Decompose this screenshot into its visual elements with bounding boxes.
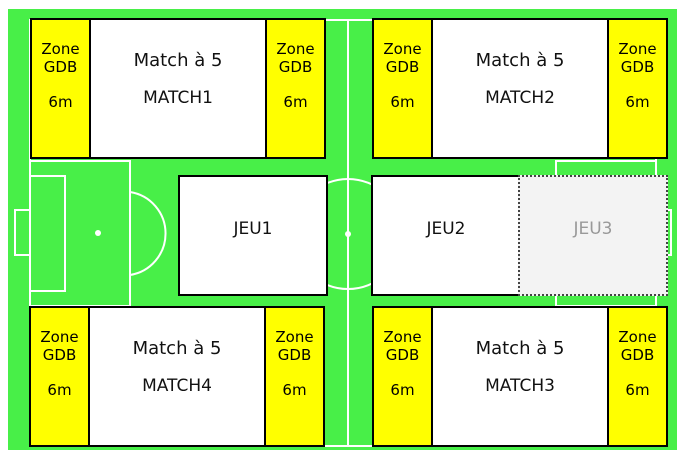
zone-distance: 6m (390, 381, 415, 399)
goalkeeper-zone-left: Zone GDB 6m (32, 20, 91, 157)
match-name: MATCH4 (142, 376, 212, 396)
zone-sublabel: GDB (620, 58, 655, 76)
match-title: Match à 5 (132, 338, 222, 359)
zone-sublabel: GDB (385, 58, 420, 76)
zone-distance: 6m (390, 93, 415, 111)
left-penalty-arc (129, 191, 167, 276)
goalkeeper-zone-right: Zone GDB 6m (607, 20, 666, 157)
match-name: MATCH3 (485, 376, 555, 396)
zone-sublabel: GDB (385, 346, 420, 364)
zone-distance: 6m (283, 93, 308, 111)
zone-distance: 6m (625, 93, 650, 111)
zone-sublabel: GDB (620, 346, 655, 364)
zone-distance: 6m (48, 93, 73, 111)
game-label: JEU1 (233, 219, 273, 239)
zone-sublabel: GDB (42, 346, 77, 364)
zone-label: Zone (41, 40, 80, 58)
game-area-3[interactable]: JEU3 (518, 175, 668, 296)
zone-distance: 6m (625, 381, 650, 399)
zone-label: Zone (275, 328, 314, 346)
game-area-2[interactable]: JEU2 (371, 175, 521, 296)
zone-sublabel: GDB (278, 58, 313, 76)
zone-label: Zone (618, 40, 657, 58)
match-title: Match à 5 (133, 50, 223, 71)
match-name: MATCH1 (143, 88, 213, 108)
zone-label: Zone (383, 40, 422, 58)
goalkeeper-zone-right: Zone GDB 6m (264, 308, 323, 445)
match-name: MATCH2 (485, 88, 555, 108)
zone-distance: 6m (282, 381, 307, 399)
match-field-1[interactable]: Zone GDB 6m Match à 5 MATCH1 Zone GDB 6m (30, 18, 326, 159)
game-label: JEU3 (573, 219, 613, 239)
zone-label: Zone (383, 328, 422, 346)
zone-label: Zone (40, 328, 79, 346)
match-title: Match à 5 (475, 338, 565, 359)
goalkeeper-zone-left: Zone GDB 6m (31, 308, 90, 445)
zone-label: Zone (618, 328, 657, 346)
goalkeeper-zone-right: Zone GDB 6m (607, 308, 666, 445)
goalkeeper-zone-left: Zone GDB 6m (374, 308, 433, 445)
match-field-2[interactable]: Zone GDB 6m Match à 5 MATCH2 Zone GDB 6m (372, 18, 668, 159)
goalkeeper-zone-right: Zone GDB 6m (265, 20, 324, 157)
match-field-3[interactable]: Zone GDB 6m Match à 5 MATCH3 Zone GDB 6m (372, 306, 668, 447)
zone-sublabel: GDB (43, 58, 78, 76)
center-spot (345, 231, 351, 237)
match-title: Match à 5 (475, 50, 565, 71)
zone-distance: 6m (47, 381, 72, 399)
left-penalty-area (29, 160, 131, 307)
game-label: JEU2 (426, 219, 466, 239)
zone-sublabel: GDB (277, 346, 312, 364)
game-area-1[interactable]: JEU1 (178, 175, 328, 296)
goalkeeper-zone-left: Zone GDB 6m (374, 20, 433, 157)
left-goal (14, 209, 31, 256)
left-penalty-spot (95, 230, 101, 236)
left-goal-area (29, 175, 66, 292)
match-field-4[interactable]: Zone GDB 6m Match à 5 MATCH4 Zone GDB 6m (29, 306, 325, 447)
zone-label: Zone (276, 40, 315, 58)
